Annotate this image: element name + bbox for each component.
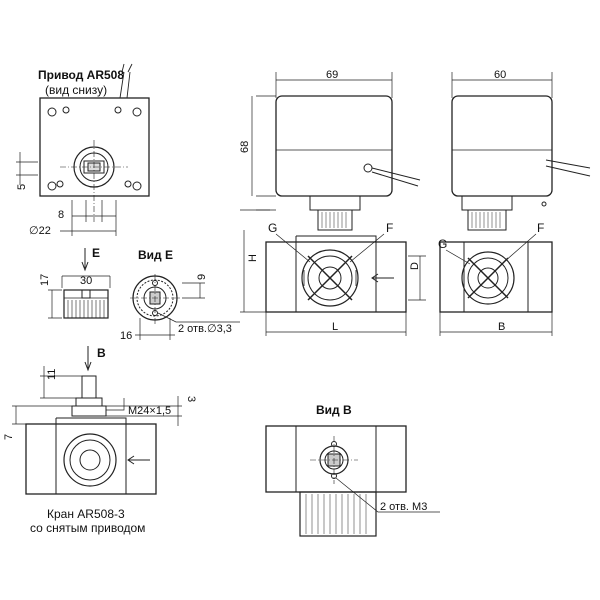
dim-diameter-22: ∅22: [29, 225, 51, 237]
dim-11: 11: [46, 369, 58, 380]
view-e-title: Вид E: [138, 248, 173, 262]
actuator-bottom-view: Привод AR508 (вид снизу) 5 8 ∅22: [16, 63, 150, 237]
dim-30: 30: [80, 275, 92, 287]
dim-D: D: [409, 262, 421, 270]
holes-e: 2 отв.∅3,3: [178, 323, 232, 335]
adapter-side-view: E 30 17: [39, 246, 111, 319]
dim-69: 69: [326, 69, 338, 81]
dim-8: 8: [58, 209, 64, 221]
view-b: Вид B 2 отв. М3: [265, 403, 440, 537]
valve-caption-line-2: со снятым приводом: [30, 521, 145, 535]
dim-60: 60: [494, 69, 506, 81]
dim-3: 3: [185, 396, 197, 402]
view-e: Вид E 9 16 2 отв.∅3,3: [120, 248, 240, 342]
port-f-label: F: [386, 221, 393, 235]
port-g-label: G: [268, 221, 277, 235]
dim-9: 9: [196, 274, 208, 280]
valve-caption-line-1: Кран AR508-3: [47, 507, 125, 521]
dim-16: 16: [120, 330, 132, 342]
view-e-arrow-label: E: [92, 246, 100, 260]
dim-17: 17: [39, 274, 51, 286]
thread-m24: M24×1,5: [128, 405, 171, 417]
actuator-title: Привод AR508: [38, 68, 124, 82]
dim-H: H: [247, 254, 259, 262]
view-b-title: Вид B: [316, 403, 352, 417]
dim-5: 5: [16, 184, 28, 190]
port-f-label-side: F: [537, 221, 544, 235]
view-b-arrow-label: B: [97, 346, 106, 360]
dim-68: 68: [239, 141, 251, 153]
actuator-subtitle: (вид снизу): [45, 83, 107, 97]
valve-side-view: 60 B G F: [438, 69, 591, 336]
port-g-label-side: G: [438, 237, 447, 251]
valve-without-actuator: B 11 7 M24×1,5 3 Кран AR508-3 со снятым …: [3, 346, 197, 535]
holes-b: 2 отв. М3: [380, 501, 427, 513]
dim-7: 7: [3, 434, 15, 440]
dim-B: B: [498, 321, 505, 333]
dim-L: L: [332, 321, 338, 333]
valve-front-view: 69 68 H L D G F: [239, 69, 426, 336]
